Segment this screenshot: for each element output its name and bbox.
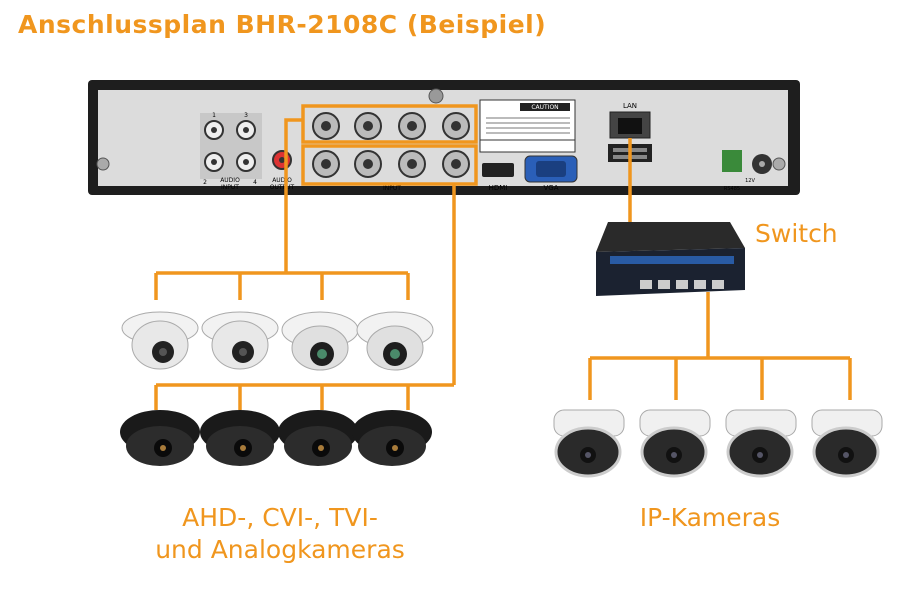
hdmi-label: HDMI [489, 184, 508, 192]
audio-number-1: 1 [212, 112, 216, 119]
vga-port: VGA [524, 155, 578, 192]
ip-cabling [588, 138, 852, 400]
analog-camera-white-3 [281, 311, 359, 371]
video-input-label: INPUT [383, 185, 401, 192]
analog-camera-white-1 [121, 311, 199, 370]
dvr-recorder: 1 3 2 4 AUDIO INPUT AUDIO OUTPUT INPUT [88, 80, 800, 195]
analog-cameras-label-line1: AHD-, CVI-, TVI- [182, 503, 378, 532]
analog-camera-black-1 [120, 410, 200, 466]
vga-label: VGA [543, 184, 558, 192]
analog-cameras-label-line2: und Analogkameras [155, 535, 405, 564]
audio-output-label-1: AUDIO [272, 177, 292, 184]
caution-label: CAUTION [479, 99, 576, 153]
audio-number-2: 2 [203, 179, 207, 186]
page-title: Anschlussplan BHR-2108C (Beispiel) [18, 10, 547, 39]
audio-input-label-1: AUDIO [220, 177, 240, 184]
network-switch [596, 222, 745, 296]
switch-label: Switch [755, 219, 838, 248]
hdmi-port: HDMI [482, 163, 514, 192]
audio-number-3: 3 [244, 112, 248, 119]
bnc-ports-top [312, 112, 470, 140]
audio-input-label-2: INPUT [221, 184, 239, 191]
rs485-terminal: RS485 [722, 150, 742, 192]
power-label: 12V [745, 178, 755, 184]
rs485-label: RS485 [724, 186, 740, 192]
audio-number-4: 4 [253, 179, 257, 186]
analog-camera-white-4 [356, 311, 434, 371]
lan-label: LAN [623, 102, 637, 110]
audio-output-label-2: OUTPUT [270, 184, 295, 191]
analog-cameras-label: AHD-, CVI-, TVI- und Analogkameras [150, 502, 410, 566]
bnc-ports-bottom [312, 150, 470, 178]
ip-camera-3 [725, 409, 797, 478]
power-socket: 12V [745, 154, 772, 184]
analog-camera-black-3 [278, 410, 358, 466]
analog-camera-white-2 [201, 311, 279, 370]
analog-camera-black-2 [200, 410, 280, 466]
ip-camera-1 [553, 409, 625, 478]
ip-camera-4 [811, 409, 883, 478]
analog-camera-black-4 [352, 410, 432, 466]
audio-input-ports: 1 3 2 4 AUDIO INPUT [200, 112, 262, 191]
lan-port: LAN [609, 102, 651, 139]
caution-text: CAUTION [531, 104, 558, 111]
ip-camera-2 [639, 409, 711, 478]
ip-cameras-label: IP-Kameras [639, 503, 781, 532]
analog-cabling [154, 104, 478, 410]
